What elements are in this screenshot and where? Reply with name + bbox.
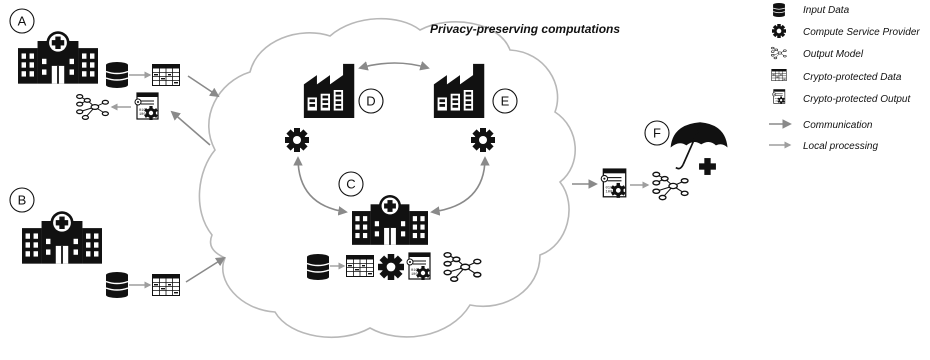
communication-arrow-d-c bbox=[293, 156, 348, 216]
crypto-data-b-icon bbox=[152, 274, 180, 296]
legend-output-model-label: Output Model bbox=[803, 49, 864, 60]
node-e: E bbox=[492, 88, 518, 114]
node-f-label: F bbox=[653, 126, 661, 141]
node-b-circle bbox=[9, 187, 35, 213]
crypto-output-a-icon bbox=[134, 92, 159, 121]
communication-arrow-cloud-to-a bbox=[170, 110, 211, 146]
node-b: B bbox=[9, 187, 35, 213]
node-f: F bbox=[644, 120, 670, 146]
communication-arrow-e-c bbox=[430, 156, 490, 216]
hospital-b-icon bbox=[22, 211, 102, 264]
legend-output-model-icon bbox=[770, 46, 787, 60]
gear-d-icon bbox=[285, 128, 309, 152]
legend-communication-label: Communication bbox=[803, 120, 873, 131]
umbrella-icon bbox=[669, 121, 729, 176]
legend-local-processing-label: Local processing bbox=[803, 141, 878, 152]
node-a-label: A bbox=[18, 14, 27, 29]
legend-crypto-protected-output-label: Crypto-protected Output bbox=[803, 94, 911, 105]
output-model-a-icon bbox=[76, 94, 110, 120]
legend-compute-service-provider-icon bbox=[772, 24, 786, 38]
legend-crypto-protected-data-icon bbox=[771, 69, 787, 81]
node-e-label: E bbox=[501, 94, 510, 109]
node-e-circle bbox=[492, 88, 518, 114]
legend-compute-service-provider-label: Compute Service Provider bbox=[803, 27, 920, 38]
communication-arrow-d-e bbox=[358, 61, 430, 71]
legend: Input Data Compute Service Provider Outp… bbox=[769, 3, 920, 152]
legend-crypto-protected-data-label: Crypto-protected Data bbox=[803, 72, 902, 83]
node-c: C bbox=[338, 171, 364, 197]
node-c-label: C bbox=[346, 177, 355, 192]
node-d: D bbox=[358, 88, 384, 114]
communication-arrow-b-to-cloud bbox=[185, 256, 226, 283]
node-d-circle bbox=[358, 88, 384, 114]
cloud-boundary bbox=[198, 17, 576, 339]
hospital-a-icon bbox=[18, 31, 98, 84]
crypto-output-c-icon bbox=[406, 252, 431, 281]
communication-arrow-a-to-cloud bbox=[187, 75, 220, 98]
crypto-data-c-icon bbox=[346, 255, 374, 277]
legend-crypto-protected-output-icon bbox=[772, 89, 786, 105]
node-b-label: B bbox=[18, 193, 27, 208]
legend-input-data-label: Input Data bbox=[803, 5, 850, 16]
node-d-label: D bbox=[366, 94, 375, 109]
crypto-data-a-icon bbox=[152, 64, 180, 86]
node-f-circle bbox=[644, 120, 670, 146]
output-model-f-icon bbox=[652, 171, 689, 201]
database-c-icon bbox=[307, 254, 329, 280]
gear-e-icon bbox=[471, 128, 495, 152]
database-b-icon bbox=[106, 272, 128, 298]
gear-c-icon bbox=[378, 254, 404, 280]
diagram-title: Privacy-preserving computations bbox=[430, 22, 620, 36]
node-a-circle bbox=[9, 8, 35, 34]
database-a-icon bbox=[106, 62, 128, 88]
legend-input-data-icon bbox=[773, 3, 785, 17]
node-a: A bbox=[9, 8, 35, 34]
crypto-output-f-icon bbox=[600, 168, 627, 199]
